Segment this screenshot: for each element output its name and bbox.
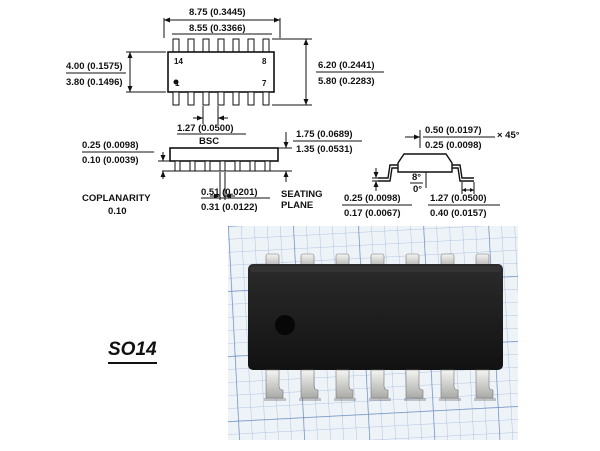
thickness-max-label: 0.25 (0.0098) bbox=[344, 193, 401, 204]
chamfer-angle-label: × 45° bbox=[497, 130, 520, 141]
thickness-min-label: 0.17 (0.0067) bbox=[344, 208, 401, 219]
chip-body bbox=[248, 264, 503, 370]
lead-width-max-label: 0.51 (0.0201) bbox=[201, 187, 258, 198]
chamfer-max-label: 0.50 (0.0197) bbox=[425, 125, 482, 136]
coplanarity-value: 0.10 bbox=[108, 206, 127, 217]
length-min-label: 8.55 (0.3366) bbox=[189, 23, 246, 34]
pin-1-label: 1 bbox=[175, 79, 180, 88]
chip-photo-graphic bbox=[228, 226, 518, 440]
height-min-label: 1.35 (0.0531) bbox=[296, 144, 353, 155]
side-body-outline bbox=[169, 147, 279, 162]
side-leads bbox=[174, 160, 271, 172]
foot-min-label: 0.40 (0.0157) bbox=[430, 208, 487, 219]
side-view: 0.25 (0.0098) 0.10 (0.0039) 1.75 (0.0689… bbox=[82, 129, 362, 217]
chip-bottom-leads bbox=[265, 369, 494, 399]
end-body-outline bbox=[397, 153, 453, 173]
standoff-max-label: 0.25 (0.0098) bbox=[82, 140, 139, 151]
standoff-min-label: 0.10 (0.0039) bbox=[82, 155, 139, 166]
bottom-leads bbox=[172, 91, 270, 106]
width-max-label: 4.00 (0.1575) bbox=[66, 61, 123, 72]
top-leads bbox=[172, 38, 270, 53]
overall-max-label: 6.20 (0.2441) bbox=[318, 60, 375, 71]
coplanarity-label: COPLANARITY bbox=[82, 193, 151, 204]
package-caption: SO14 bbox=[108, 339, 157, 364]
angle-max-label: 8° bbox=[412, 172, 421, 183]
chip-pin1-mark bbox=[275, 315, 295, 335]
length-max-label: 8.75 (0.3445) bbox=[189, 7, 246, 18]
chamfer-min-label: 0.25 (0.0098) bbox=[425, 140, 482, 151]
lead-width-min-label: 0.31 (0.0122) bbox=[201, 202, 258, 213]
foot-max-label: 1.27 (0.0500) bbox=[430, 193, 487, 204]
angle-min-label: 0° bbox=[413, 184, 422, 195]
pitch-label: 1.27 (0.0500) bbox=[177, 123, 234, 134]
end-view: 0.50 (0.0197) 0.25 (0.0098) × 45° 8° 0° … bbox=[342, 125, 520, 219]
chip-photo bbox=[228, 226, 518, 440]
pin1-dot bbox=[173, 79, 179, 85]
seating-label: SEATING bbox=[281, 189, 323, 200]
overall-min-label: 5.80 (0.2283) bbox=[318, 76, 375, 87]
pin-8-label: 8 bbox=[262, 57, 267, 66]
top-body-outline bbox=[167, 51, 275, 93]
plane-label: PLANE bbox=[281, 200, 313, 211]
top-view: 8.75 (0.3445) 8.55 (0.3366) 14 8 1 7 bbox=[66, 7, 384, 147]
pin-14-label: 14 bbox=[174, 57, 183, 66]
pitch-note-label: BSC bbox=[199, 136, 219, 147]
height-max-label: 1.75 (0.0689) bbox=[296, 129, 353, 140]
width-min-label: 3.80 (0.1496) bbox=[66, 77, 123, 88]
pin-7-label: 7 bbox=[262, 79, 267, 88]
